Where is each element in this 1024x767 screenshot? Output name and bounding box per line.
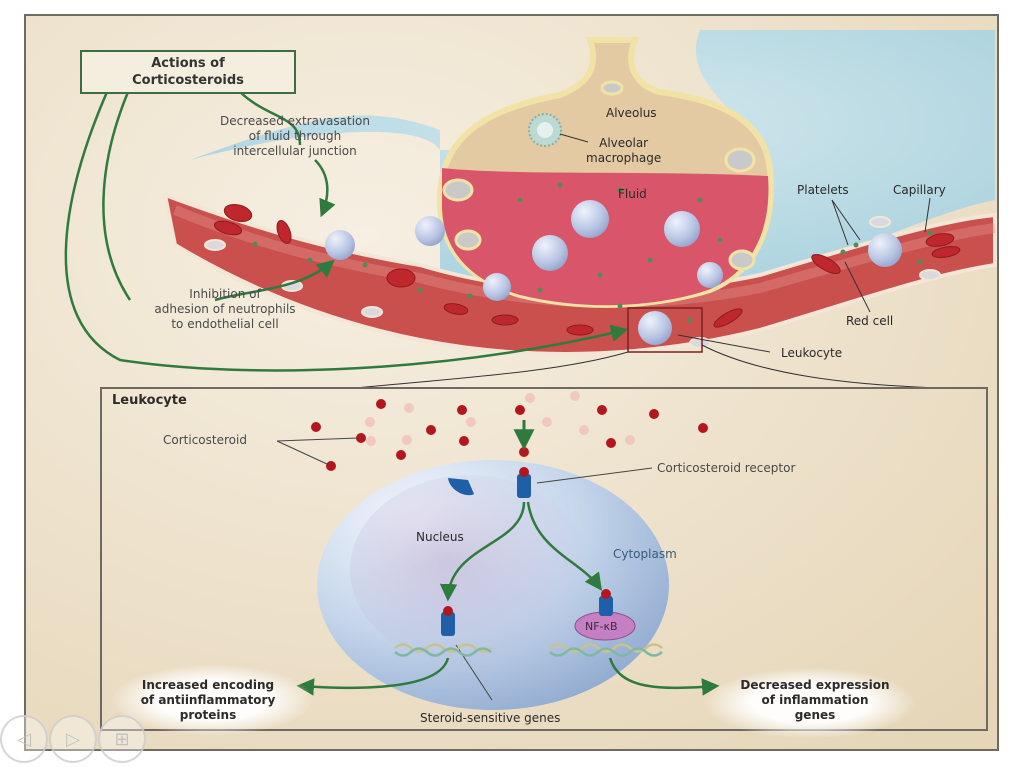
endothelial-cells: [204, 216, 941, 349]
label-leukocyte: Leukocyte: [781, 346, 843, 360]
increased-encoding-arrow: [296, 657, 450, 696]
grid-view-button[interactable]: ⊞: [98, 715, 146, 763]
fluid-platelets: [517, 182, 723, 293]
fluid: [442, 168, 769, 306]
dna-strand-left: [394, 643, 492, 657]
label-line: of fluid through: [248, 129, 342, 143]
label-line: of inflammation: [761, 693, 869, 707]
label-line: of antiinflammatory: [140, 693, 276, 707]
label-platelets: Platelets: [797, 183, 849, 197]
label-line: Decreased expression: [740, 678, 890, 692]
label-line: macrophage: [586, 151, 662, 165]
play-slide-button[interactable]: ▷: [49, 715, 97, 763]
label-line: adhesion of neutrophils: [154, 302, 296, 316]
label-red-cell: Red cell: [846, 314, 894, 328]
inset-frame: [100, 387, 988, 731]
chevron-left-icon: ◁: [17, 728, 31, 750]
grid-icon: ⊞: [114, 728, 130, 750]
label-corticosteroid: Corticosteroid: [163, 433, 247, 447]
dna-strand-right: [549, 643, 663, 657]
play-icon: ▷: [66, 728, 80, 750]
label-fluid: Fluid: [618, 187, 647, 201]
label-line: intercellular junction: [233, 144, 357, 158]
nucleus: [350, 475, 590, 665]
label-increased-encoding: Increased encoding of antiinflammatory p…: [118, 678, 298, 723]
label-glow: [112, 665, 312, 735]
nfkb-complex: [574, 589, 636, 641]
decreased-expression-arrow: [608, 657, 720, 696]
label-line: Decreased extravasation: [219, 114, 370, 128]
inset-title: Leukocyte: [112, 393, 187, 408]
label-decreased-expression: Decreased expression of inflammation gen…: [722, 678, 908, 723]
membrane-receptor-empty: [448, 478, 474, 496]
prev-slide-button[interactable]: ◁: [0, 715, 48, 763]
actions-title-box: Actions of Corticosteroids: [80, 50, 296, 94]
label-nfkb: NF-κB: [585, 620, 618, 633]
nuclear-receptor: [441, 606, 455, 636]
label-capillary: Capillary: [893, 183, 946, 197]
extravasation-arrow: [239, 91, 327, 214]
label-glow: [705, 668, 915, 738]
label-alveolar-macrophage: Alveolar macrophage: [586, 136, 661, 166]
red-cells: [213, 203, 961, 336]
label-line: proteins: [179, 708, 237, 722]
label-nucleus: Nucleus: [416, 530, 464, 544]
label-line: to endothelial cell: [171, 317, 279, 331]
title-line-2: Corticosteroids: [132, 73, 244, 88]
label-line: Increased encoding: [141, 678, 275, 692]
adhesion-arrow: [102, 91, 332, 302]
label-line: genes: [794, 708, 836, 722]
label-alveolus: Alveolus: [606, 106, 657, 120]
label-decreased-extravasation: Decreased extravasation of fluid through…: [195, 114, 395, 159]
leukocyte-action-arrow: [64, 91, 629, 372]
label-steroid-sensitive-genes: Steroid-sensitive genes: [420, 711, 561, 725]
label-inhibition-adhesion: Inhibition of adhesion of neutrophils to…: [125, 287, 325, 332]
alveolar-macrophage: [528, 113, 562, 147]
title-line-1: Actions of: [151, 56, 225, 71]
label-cytoplasm: Cytoplasm: [613, 547, 677, 561]
label-line: Inhibition of: [189, 287, 261, 301]
fluid-leukocytes: [415, 200, 723, 301]
corticosteroid-receptor: [517, 467, 531, 498]
label-line: Alveolar: [599, 136, 649, 150]
label-corticosteroid-receptor: Corticosteroid receptor: [657, 461, 796, 475]
